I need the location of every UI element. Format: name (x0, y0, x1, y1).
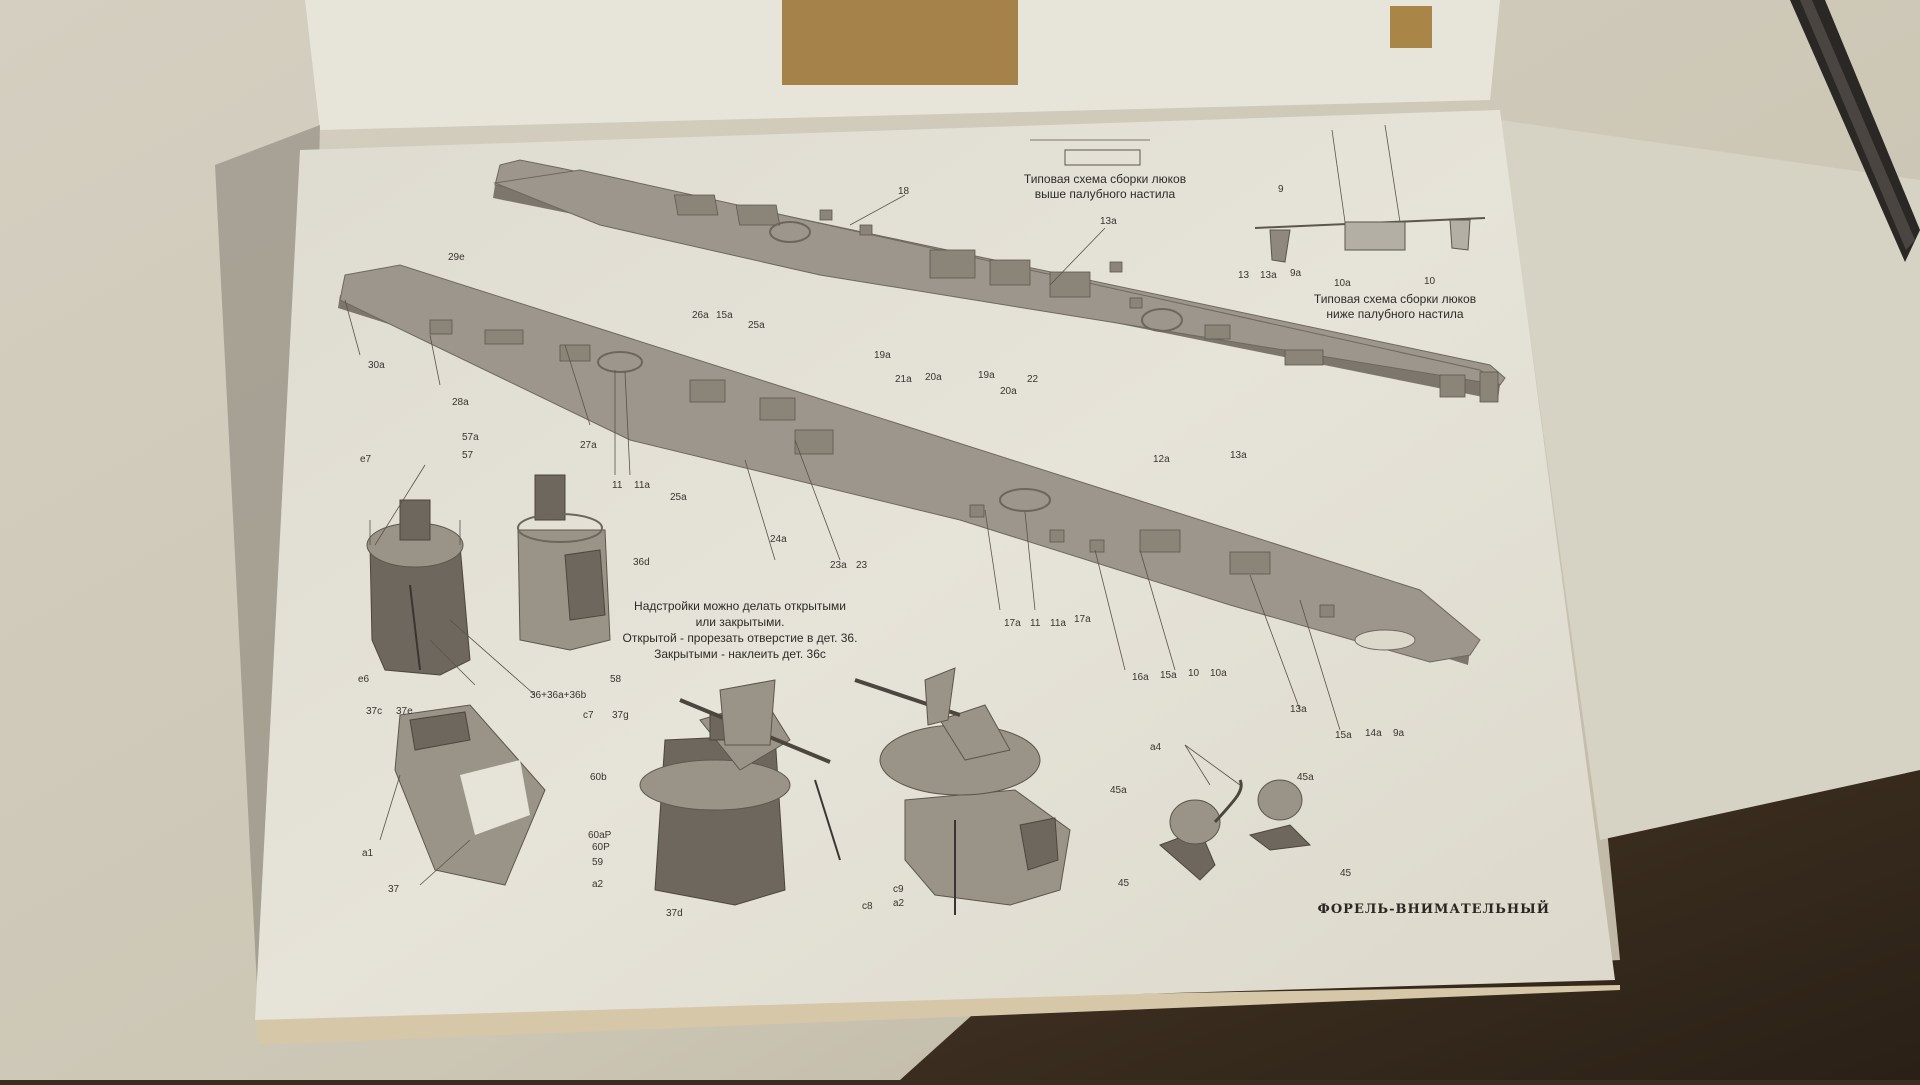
label-13a-h: 13a (1260, 270, 1277, 281)
label-60b: 60b (590, 772, 607, 783)
label-a1: a1 (362, 848, 374, 859)
label-37d: 37d (666, 908, 683, 919)
label-13a-top: 13a (1100, 216, 1117, 227)
label-23: 23 (856, 560, 868, 571)
label-14a: 14a (1365, 728, 1382, 739)
label-11-b: 11 (1030, 618, 1041, 629)
label-23a: 23a (830, 560, 847, 571)
label-45-b: 45 (1340, 868, 1352, 879)
label-20a: 20a (925, 372, 942, 383)
label-c7: c7 (583, 710, 594, 721)
label-37e: 37e (396, 706, 413, 717)
leader-lines (344, 194, 1341, 886)
part-45-drawing (1159, 779, 1312, 881)
label-60P: 60P (592, 842, 610, 853)
label-17a: 17a (1004, 618, 1021, 629)
hatch-below-caption-1: Типовая схема сборки люков (1314, 292, 1476, 306)
part-37-drawing (394, 704, 546, 886)
hatch-above-diagram (1030, 139, 1150, 166)
label-c8: c8 (862, 901, 873, 912)
upper-deck-drawing (493, 159, 1506, 403)
label-24a: 24a (770, 534, 787, 545)
label-11a-b: 11a (1050, 618, 1066, 629)
label-18: 18 (898, 186, 910, 197)
hatch-below-caption-2: ниже палубного настила (1326, 307, 1463, 321)
superstructure-open-drawing (366, 499, 471, 676)
label-9a: 9a (1393, 728, 1405, 739)
label-19a: 19a (874, 350, 891, 361)
hatch-above-caption-1: Типовая схема сборки люков (1024, 172, 1186, 186)
label-21a: 21a (895, 374, 912, 385)
label-e7: e7 (360, 454, 372, 465)
pen-highlight (1800, 0, 1915, 250)
label-e6: e6 (358, 674, 370, 685)
white-sheet (1500, 120, 1920, 840)
label-11: 11 (612, 480, 623, 491)
label-37c: 37c (366, 706, 382, 717)
label-58: 58 (610, 674, 622, 685)
label-28a: 28a (452, 397, 469, 408)
label-59: 59 (592, 857, 604, 868)
label-37g: 37g (612, 710, 629, 721)
superstructure-note-3: Открытой - прорезать отверстие в дет. 36… (623, 631, 858, 645)
page-edge (255, 985, 1620, 1045)
label-10a: 10a (1210, 668, 1227, 679)
superstructure-note-4: Закрытыми - наклеить дет. 36с (654, 647, 826, 661)
label-a2: a2 (592, 879, 604, 890)
footer-title: ФОРЕЛЬ-ВНИМАТЕЛЬНЫЙ (1318, 900, 1550, 917)
label-13a-r: 13a (1230, 450, 1247, 461)
lower-deck-drawing (338, 264, 1481, 665)
label-c9: c9 (893, 884, 904, 895)
label-13: 13 (1238, 270, 1250, 281)
label-15a-a: 15a (716, 310, 733, 321)
label-25a-b: 25a (670, 492, 687, 503)
label-45a-b: 45a (1297, 772, 1314, 783)
label-9: 9 (1278, 184, 1284, 195)
label-10-h: 10 (1424, 276, 1436, 287)
label-30a: 30a (368, 360, 385, 371)
label-12a: 12a (1153, 454, 1170, 465)
label-20a-b: 20a (1000, 386, 1017, 397)
label-57: 57 (462, 450, 474, 461)
hatch-above-caption-2: выше палубного настила (1035, 187, 1176, 201)
label-15a-c: 15a (1335, 730, 1352, 741)
turret-1-drawing (639, 679, 841, 906)
label-45: 45 (1118, 878, 1130, 889)
label-19a-b: 19a (978, 370, 995, 381)
label-37: 37 (388, 884, 400, 895)
label-29e: 29e (448, 252, 465, 263)
label-11a: 11a (634, 480, 650, 491)
part-labels: 18 13a 9 29e 30a 28a 26a 15a 25a 27a 11 … (358, 184, 1436, 919)
superstructure-note-1: Надстройки можно делать открытыми (634, 599, 846, 613)
superstructure-note-2: или закрытыми. (696, 615, 785, 629)
label-26a: 26a (692, 310, 709, 321)
label-a4: a4 (1150, 742, 1162, 753)
label-10a-h: 10a (1334, 278, 1351, 289)
label-57a: 57a (462, 432, 479, 443)
label-22: 22 (1027, 374, 1039, 385)
color-swatch-large (782, 0, 1018, 85)
label-16a: 16a (1132, 672, 1149, 683)
label-27a: 27a (580, 440, 597, 451)
label-a2-b: a2 (893, 898, 905, 909)
label-45a: 45a (1110, 785, 1127, 796)
label-13a-b: 13a (1290, 704, 1307, 715)
label-60aP: 60aP (588, 830, 612, 841)
label-15a-b: 15a (1160, 670, 1177, 681)
label-10: 10 (1188, 668, 1200, 679)
color-swatch-small (1390, 6, 1432, 48)
turret-2-drawing (854, 667, 1071, 915)
label-9a-h: 9a (1290, 268, 1302, 279)
superstructure-closed-drawing (517, 474, 611, 651)
label-25a: 25a (748, 320, 765, 331)
hatch-below-diagram (1254, 124, 1486, 263)
label-17a-b: 17a (1074, 614, 1091, 625)
label-36d: 36d (633, 557, 650, 568)
label-36-sum: 36+36a+36b (530, 690, 587, 701)
